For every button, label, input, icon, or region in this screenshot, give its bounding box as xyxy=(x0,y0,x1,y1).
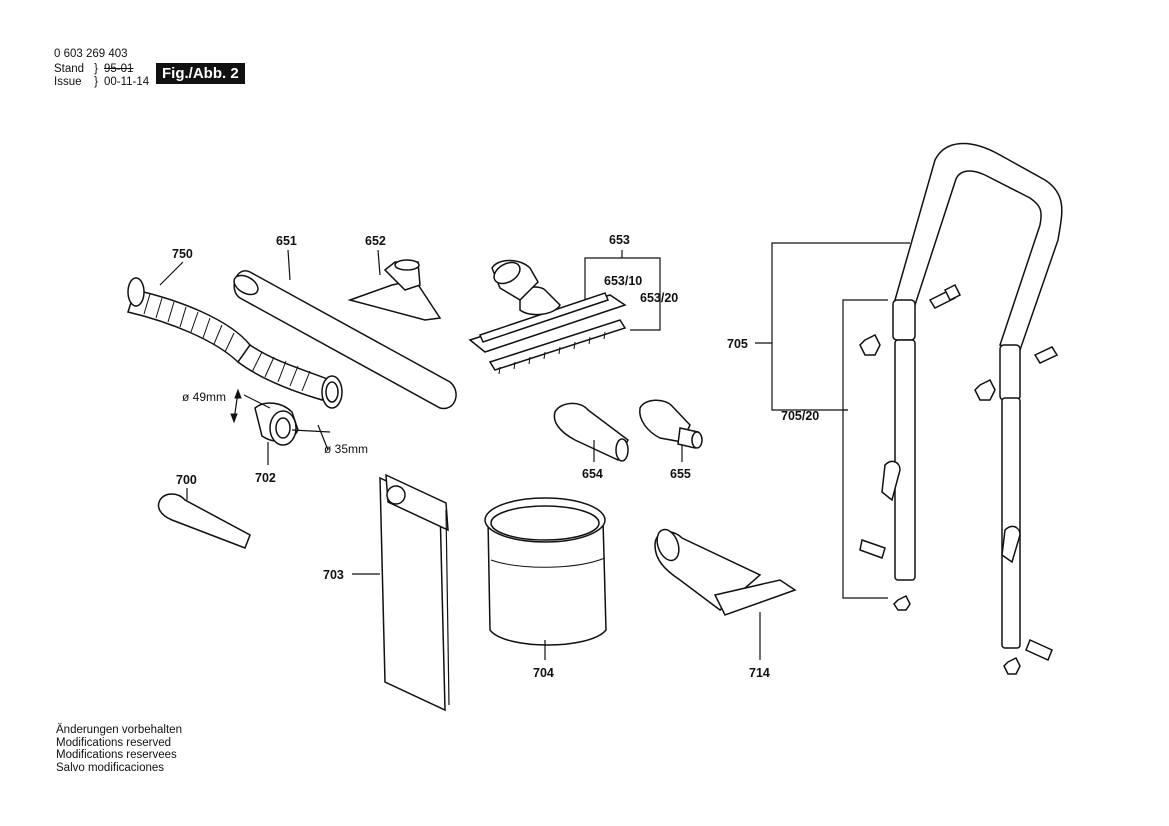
notice-line-fr: Modifications reservees xyxy=(56,749,177,762)
part-655-nozzle: 655 xyxy=(639,399,703,481)
label-655: 655 xyxy=(670,467,691,481)
part-704-container: 704 xyxy=(484,497,607,680)
bolt-group xyxy=(859,283,1059,675)
part-705-handle: 705 705/20 xyxy=(727,142,1063,675)
brace-glyph: } xyxy=(94,76,98,88)
label-703: 703 xyxy=(323,568,344,582)
part-702-adapter: ø 49mm ø 35mm 702 xyxy=(182,388,368,485)
label-654: 654 xyxy=(582,467,603,481)
dimension-49mm: ø 49mm xyxy=(182,390,226,404)
part-750-hose: 750 xyxy=(127,247,343,409)
label-705-20: 705/20 xyxy=(781,409,819,423)
notice-line-es: Salvo modificaciones xyxy=(56,761,165,774)
label-705: 705 xyxy=(727,337,748,351)
label-653: 653 xyxy=(609,233,630,247)
label-652: 652 xyxy=(365,234,386,248)
modifications-notice: Änderungen vorbehalten Modifications res… xyxy=(56,724,182,774)
part-714-wide-nozzle: 714 xyxy=(654,528,797,680)
label-714: 714 xyxy=(749,666,770,680)
label-704: 704 xyxy=(533,666,554,680)
stand-value: 95-01 xyxy=(104,63,134,75)
label-702: 702 xyxy=(255,471,276,485)
issue-label: Issue xyxy=(54,76,82,88)
figure-badge: Fig./Abb. 2 xyxy=(156,63,245,84)
part-700-crevice-nozzle: 700 xyxy=(157,473,251,549)
notice-line-de: Änderungen vorbehalten xyxy=(56,724,182,736)
label-653-10: 653/10 xyxy=(604,274,642,288)
notice-line-en: Modifications reserved xyxy=(56,736,172,749)
part-652-nozzle: 652 xyxy=(347,234,442,321)
part-703-filter-bag: 703 xyxy=(323,473,450,712)
brace-glyph: } xyxy=(94,63,98,75)
issue-value: 00-11-14 xyxy=(104,76,150,88)
label-700: 700 xyxy=(176,473,197,487)
part-654-nozzle: 654 xyxy=(553,402,629,481)
stand-label: Stand xyxy=(54,63,85,75)
part-653-floor-nozzle: 653 653/10 653/20 xyxy=(468,233,678,375)
revision-block: Stand } 95-01 Issue } 00-11-14 xyxy=(54,63,149,89)
document-number: 0 603 269 403 xyxy=(54,48,128,60)
label-653-20: 653/20 xyxy=(640,291,678,305)
label-750: 750 xyxy=(172,247,193,261)
dimension-35mm: ø 35mm xyxy=(324,442,368,456)
label-651: 651 xyxy=(276,234,297,248)
part-651-tube: 651 xyxy=(233,234,457,410)
